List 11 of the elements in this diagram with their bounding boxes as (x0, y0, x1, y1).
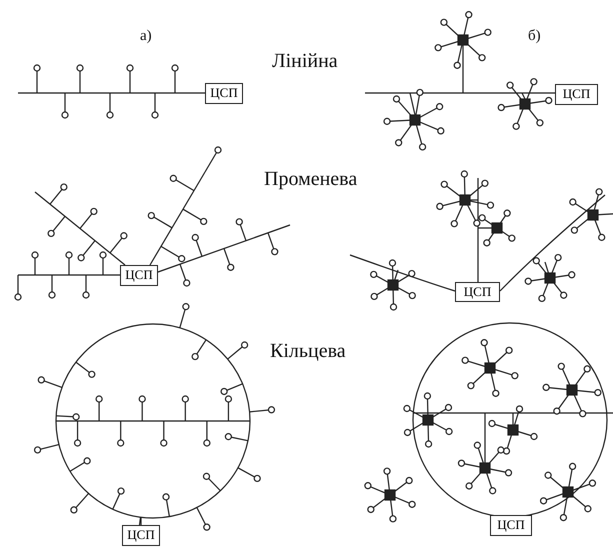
panel-label: а) (140, 28, 152, 45)
topology-title: Кільцева (270, 340, 346, 363)
station-box: ЦСП (205, 83, 243, 104)
topology-title: Променева (264, 168, 358, 191)
station-box: ЦСП (455, 282, 500, 302)
station-box: ЦСП (120, 265, 158, 286)
station-box: ЦСП (122, 525, 160, 546)
station-box: ЦСП (490, 515, 532, 536)
panel-label: б) (528, 28, 541, 45)
station-box: ЦСП (555, 84, 598, 105)
topology-title: Лінійна (272, 50, 338, 73)
